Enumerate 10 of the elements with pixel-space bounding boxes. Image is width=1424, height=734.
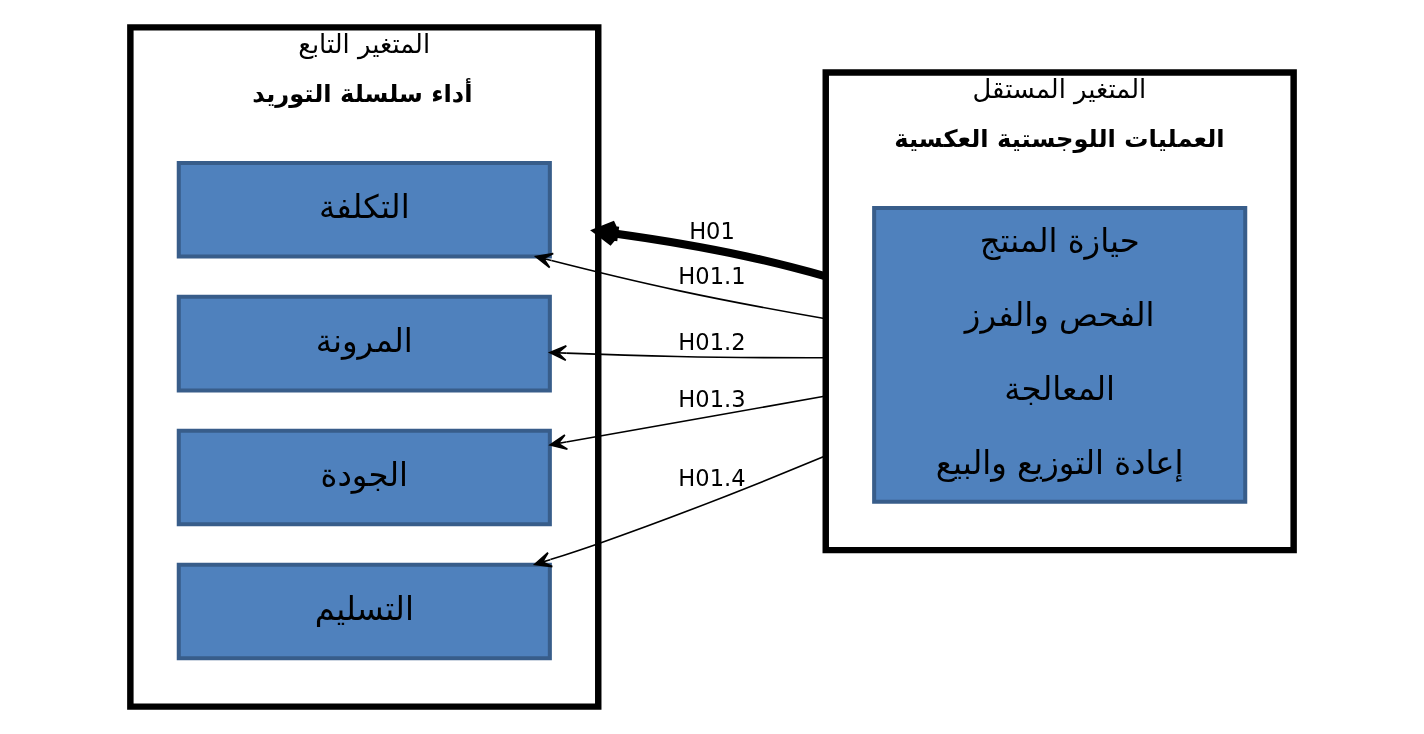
edge-label: H01.3 bbox=[678, 385, 746, 412]
node-box: التكلفة bbox=[176, 160, 552, 259]
node-box: حيازة المنتج الفحص والفرز المعالجة إعادة التوزيع والبيع bbox=[872, 206, 1248, 504]
edge-label: H01.1 bbox=[678, 263, 746, 290]
edge-label: H01.4 bbox=[678, 464, 746, 491]
node-box: التسليم bbox=[176, 562, 552, 661]
node-box: الجودة bbox=[176, 428, 552, 527]
node-box: المرونة bbox=[176, 294, 552, 393]
edge-label: H01 bbox=[689, 218, 735, 245]
edge-label: H01.2 bbox=[678, 329, 746, 356]
